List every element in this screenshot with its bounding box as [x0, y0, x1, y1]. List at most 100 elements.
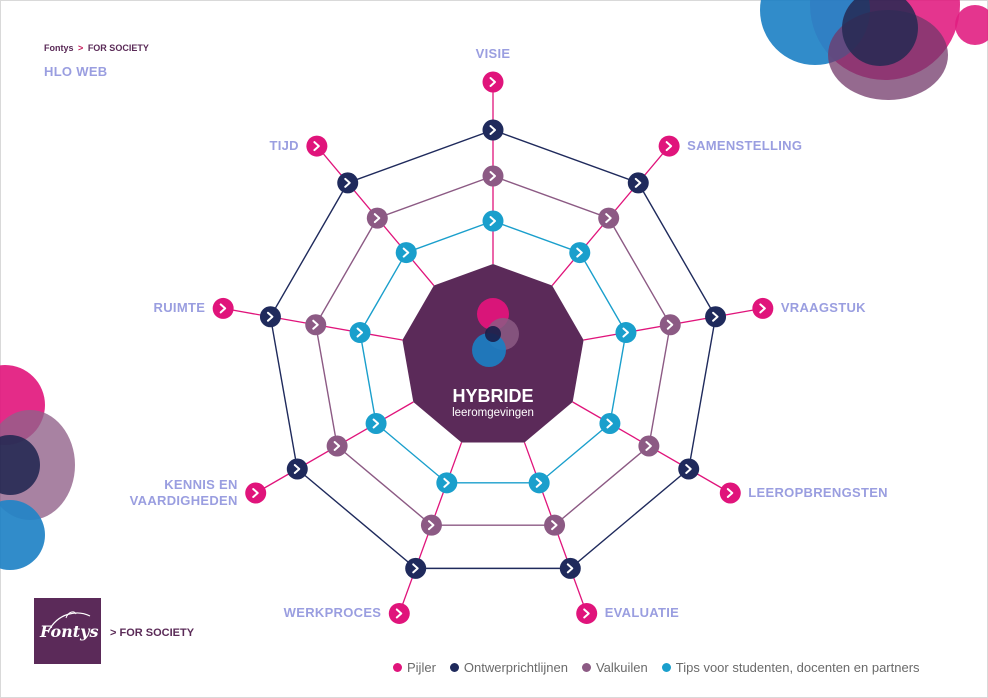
- chevron-right-icon: [489, 77, 496, 87]
- pijler-node[interactable]: [576, 602, 598, 624]
- pijler-node[interactable]: [752, 297, 774, 319]
- ontwerp-node[interactable]: [405, 557, 427, 579]
- axis-label-line: WERKPROCES: [283, 605, 382, 621]
- node-circle: [326, 435, 348, 457]
- tips-node[interactable]: [365, 413, 387, 434]
- valkuil-ring: [315, 175, 671, 526]
- chevron-right-icon: [427, 520, 435, 531]
- axis-label-line: LEEROPBRENGSTEN: [748, 485, 888, 500]
- chevron-right-icon: [726, 488, 734, 498]
- center-logo-icon: [485, 326, 501, 342]
- node-circle: [245, 482, 267, 504]
- node-circle: [349, 322, 371, 344]
- pijler-node[interactable]: [719, 482, 741, 504]
- node-circle: [388, 602, 410, 624]
- node-circle: [528, 472, 550, 494]
- node-circle: [544, 514, 566, 536]
- ontwerp-node[interactable]: [705, 306, 727, 328]
- chevron-right-icon: [372, 418, 380, 429]
- chevron-right-icon: [293, 464, 301, 474]
- valkuil-node[interactable]: [659, 314, 681, 336]
- legend-item-ontwerprichtlijnen: Ontwerprichtlijnen: [449, 660, 568, 675]
- tips-node[interactable]: [436, 472, 458, 494]
- tips-node[interactable]: [615, 322, 637, 344]
- ontwerp-node[interactable]: [337, 172, 359, 194]
- axis-label: EVALUATIE: [605, 605, 679, 621]
- node-circle: [436, 472, 458, 494]
- fontys-logo: Fontys: [34, 598, 101, 664]
- legend-item-pijler: Pijler: [393, 660, 436, 675]
- valkuil-node[interactable]: [420, 514, 442, 536]
- node-circle: [306, 135, 328, 157]
- axis-label: RUIMTE: [0, 300, 205, 316]
- chevron-right-icon: [266, 311, 274, 322]
- tips-node[interactable]: [599, 413, 621, 434]
- node-circle: [559, 557, 581, 579]
- brand-name: Fontys: [44, 43, 74, 53]
- chevron-right-icon: [685, 464, 692, 474]
- legend-item-tips: Tips voor studenten, docenten en partner…: [661, 660, 920, 675]
- node-circle: [337, 172, 359, 194]
- tips-node[interactable]: [528, 472, 550, 494]
- node-circle: [305, 314, 327, 336]
- ontwerp-node[interactable]: [286, 458, 308, 480]
- node-circle: [212, 297, 234, 319]
- node-circle: [365, 413, 387, 434]
- node-circle: [638, 435, 660, 457]
- tips-node[interactable]: [395, 242, 417, 264]
- tips-node[interactable]: [349, 322, 371, 344]
- node-circle: [599, 413, 621, 434]
- tips-node[interactable]: [482, 210, 504, 232]
- node-circle: [705, 306, 727, 328]
- valkuil-node[interactable]: [638, 435, 660, 457]
- axis-label: SAMENSTELLING: [687, 138, 802, 154]
- ontwerp-node[interactable]: [678, 458, 700, 480]
- pijler-node[interactable]: [482, 71, 504, 93]
- valkuil-node[interactable]: [366, 207, 388, 229]
- valkuil-node[interactable]: [598, 207, 620, 229]
- node-circle: [678, 458, 700, 480]
- legend-dot-icon: [393, 663, 402, 672]
- pijler-node[interactable]: [245, 482, 267, 504]
- axis-label: LEEROPBRENGSTEN: [748, 485, 888, 501]
- valkuil-node[interactable]: [326, 435, 348, 457]
- legend-dot-icon: [661, 663, 671, 672]
- tips-ring: [359, 220, 627, 484]
- ontwerp-ring: [269, 129, 717, 570]
- ontwerp-node[interactable]: [559, 557, 581, 579]
- chevron-right-icon: [489, 125, 496, 135]
- chevron-right-icon: [712, 311, 719, 322]
- axis-label-line: VAARDIGHEDEN: [129, 493, 238, 508]
- chevron-right-icon: [759, 303, 766, 314]
- ontwerp-node[interactable]: [259, 306, 281, 328]
- chevron-right-icon: [622, 327, 629, 338]
- chevron-right-icon: [356, 327, 364, 338]
- logo-swirl-icon: [47, 611, 91, 633]
- ontwerp-node[interactable]: [482, 119, 504, 141]
- node-circle: [598, 207, 620, 229]
- chevron-right-icon: [443, 477, 450, 488]
- axis-label: VRAAGSTUK: [781, 300, 866, 316]
- valkuil-node[interactable]: [305, 314, 327, 336]
- ontwerp-node[interactable]: [627, 172, 649, 194]
- axis-label-line: TIJD: [269, 138, 299, 154]
- tips-node[interactable]: [569, 242, 591, 264]
- chevron-right-icon: [634, 177, 642, 188]
- pijler-node[interactable]: [212, 297, 234, 319]
- axis-label-line: KENNIS EN: [164, 477, 238, 492]
- pijler-node[interactable]: [306, 135, 328, 157]
- axis-label-line: VRAAGSTUK: [780, 300, 866, 316]
- axis-label: VISIE: [453, 46, 533, 62]
- chevron-right-icon: [489, 216, 496, 226]
- chevron-right-icon: [551, 520, 558, 531]
- valkuil-node[interactable]: [482, 165, 504, 187]
- pijler-node[interactable]: [658, 135, 680, 157]
- chevron-right-icon: [489, 171, 496, 181]
- axis-label-line: VISIE: [475, 46, 511, 61]
- pijler-node[interactable]: [388, 602, 410, 624]
- axis-label-line: EVALUATIE: [604, 605, 680, 621]
- center-title: HYBRIDE: [452, 386, 533, 406]
- node-circle: [627, 172, 649, 194]
- chevron-right-icon: [606, 418, 613, 429]
- valkuil-node[interactable]: [544, 514, 566, 536]
